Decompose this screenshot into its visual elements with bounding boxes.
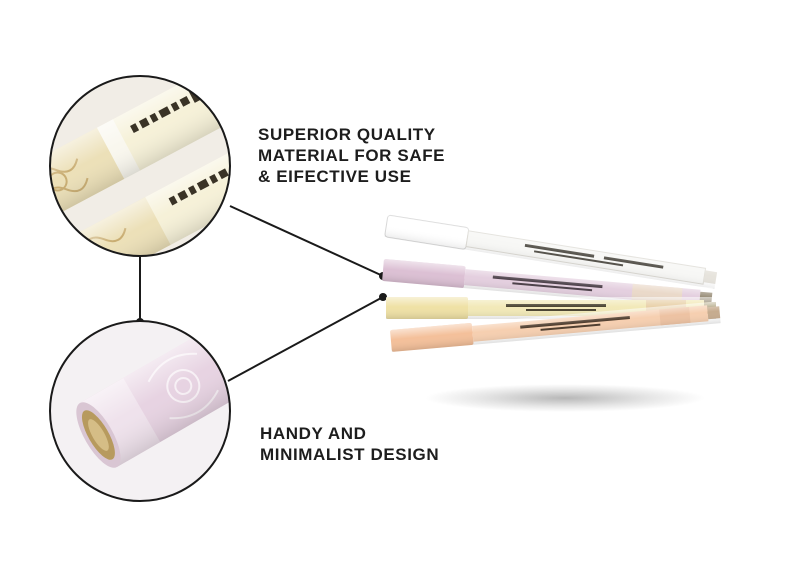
zoom-circle-material [49, 75, 231, 257]
caption-line: SUPERIOR QUALITY [258, 125, 436, 144]
connector-dot-bottom [379, 293, 387, 301]
zoom-circle-design [49, 320, 231, 502]
connector-top-to-pens [229, 205, 384, 277]
caption-line: MATERIAL FOR SAFE [258, 146, 446, 165]
pen-group [382, 214, 721, 352]
pen-white [384, 214, 718, 289]
pens-shadow [425, 384, 705, 412]
connector-lines [139, 205, 384, 382]
caption-material-quality: SUPERIOR QUALITY MATERIAL FOR SAFE & EIF… [258, 124, 445, 187]
connector-bottom-to-pens [227, 296, 384, 382]
caption-line: MINIMALIST DESIGN [260, 445, 440, 464]
caption-line: HANDY AND [260, 424, 367, 443]
caption-line: & EIFECTIVE USE [258, 167, 412, 186]
pen-peach [389, 301, 721, 352]
caption-design: HANDY AND MINIMALIST DESIGN [260, 423, 439, 465]
